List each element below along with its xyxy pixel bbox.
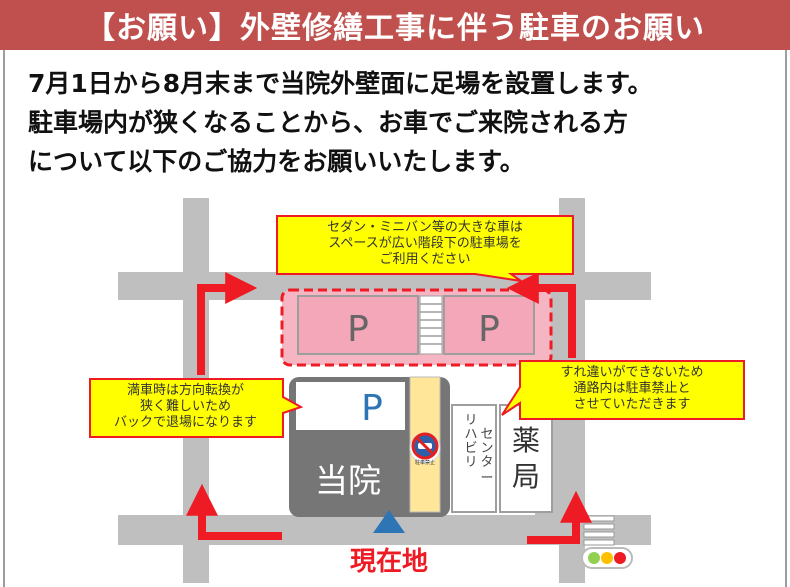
callout-left-line: 狭く難しいため bbox=[139, 399, 231, 414]
parking-mark: P bbox=[361, 388, 383, 429]
callout-left: 満車時は方向転換が 狭く難しいため バックで退場になります bbox=[88, 377, 303, 439]
callout-right-line: させていただきます bbox=[573, 397, 691, 412]
callout-top-line: セダン・ミニバン等の大きな車は bbox=[327, 220, 523, 235]
stairs bbox=[419, 295, 443, 355]
hospital-label: 当院 bbox=[315, 461, 381, 500]
traffic-light-green bbox=[588, 552, 600, 564]
callout-right-shape bbox=[501, 360, 745, 420]
location-marker-icon bbox=[373, 510, 405, 533]
no-parking-sign: 駐車禁止 bbox=[409, 432, 441, 466]
arrow-bottom-left bbox=[186, 483, 282, 540]
callout-left-line: 満車時は方向転換が bbox=[126, 383, 244, 398]
current-location: 現在地 bbox=[350, 510, 428, 577]
current-location-label: 現在地 bbox=[350, 547, 428, 577]
arrow-bottom-right bbox=[527, 490, 592, 544]
pharmacy: 薬 局 bbox=[499, 404, 553, 513]
traffic-light-red bbox=[614, 552, 626, 564]
rehab-label-char: セ bbox=[480, 427, 493, 442]
callout-right-line: すれ違いができないため bbox=[560, 365, 704, 380]
rehab-label-char: ビ bbox=[464, 441, 477, 456]
callout-top-line: スペースが広い階段下の駐車場を bbox=[328, 236, 522, 251]
rehab-label-char: ン bbox=[480, 441, 493, 456]
traffic-light bbox=[581, 547, 633, 569]
upper-parking: P P bbox=[280, 288, 553, 367]
pharmacy-label-char: 薬 bbox=[512, 424, 540, 457]
intro-line: 駐車場内が狭くなることから、お車でご来院される方 bbox=[28, 108, 629, 137]
callout-top-line: ご利用ください bbox=[379, 252, 471, 267]
rehab-center-box bbox=[451, 404, 497, 513]
rehab-center: リ ハ ビ リ セ ン タ ー bbox=[451, 404, 497, 513]
callout-right-line: 通路内は駐車禁止と bbox=[573, 381, 691, 396]
stairs-steps bbox=[420, 303, 442, 345]
callout-left-line: バックで退場になります bbox=[113, 415, 257, 430]
rehab-label-char: タ bbox=[480, 455, 493, 470]
traffic-light-yellow bbox=[601, 552, 613, 564]
upper-parking-lot-right bbox=[443, 295, 535, 355]
callout-top: セダン・ミニバン等の大きな車は スペースが広い階段下の駐車場を ご利用ください bbox=[275, 214, 575, 282]
pharmacy-label-char: 局 bbox=[512, 460, 540, 493]
pharmacy-box bbox=[499, 404, 553, 513]
parking-mark: P bbox=[347, 309, 369, 350]
rehab-label-char: リ bbox=[464, 413, 477, 428]
intro-text: 7月1日から8月末まで当院外壁面に足場を設置します。 駐車場内が狭くなることから… bbox=[28, 64, 778, 181]
route-arrows bbox=[186, 272, 592, 544]
arrow-upper-right bbox=[506, 272, 576, 358]
upper-parking-lot-left bbox=[297, 295, 419, 355]
callout-left-shape bbox=[89, 378, 303, 438]
arrow-left-upper bbox=[197, 272, 258, 375]
title-bar: 【お願い】外壁修繕工事に伴う駐車のお願い bbox=[0, 0, 790, 50]
lower-parking-lot bbox=[296, 382, 405, 430]
callout-right: すれ違いができないため 通路内は駐車禁止と させていただきます bbox=[498, 359, 746, 429]
page-title: 【お願い】外壁修繕工事に伴う駐車のお願い bbox=[85, 11, 705, 46]
rehab-label-char: リ bbox=[464, 455, 477, 470]
intro-line: 7月1日から8月末まで当院外壁面に足場を設置します。 bbox=[28, 69, 653, 98]
frame-left-border bbox=[3, 50, 5, 587]
rehab-label-char: ハ bbox=[464, 427, 477, 442]
frame-right-border bbox=[785, 50, 787, 587]
parking-mark: P bbox=[478, 309, 500, 350]
intro-line: について以下のご協力をお願いいたします。 bbox=[28, 147, 525, 176]
no-parking-label: 駐車禁止 bbox=[415, 459, 435, 466]
crosswalk bbox=[583, 515, 615, 546]
rehab-label-char: ー bbox=[480, 471, 493, 486]
